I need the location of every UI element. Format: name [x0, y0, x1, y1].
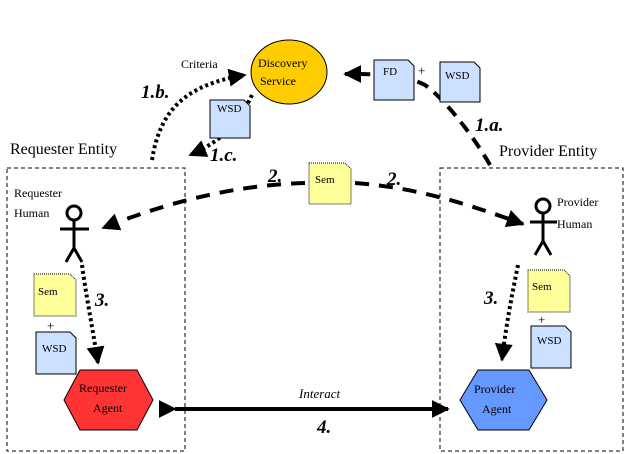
step-3-provider-label: 3.: [484, 288, 499, 309]
requester-entity-label: Requester Entity: [10, 141, 118, 158]
step-4-label: 4.: [317, 417, 332, 438]
step-2-right-label: 2.: [387, 169, 402, 190]
requester-agent-label-2: Agent: [93, 401, 123, 415]
criteria-label: Criteria: [181, 57, 218, 71]
step-3-requester-label: 3.: [95, 290, 110, 311]
provider-agent-label-2: Agent: [482, 402, 512, 416]
plus-top: +: [418, 63, 426, 78]
arrow-2-left: [101, 181, 306, 231]
provider-agent-label-1: Provider: [474, 382, 516, 396]
arrow-3-requester: [80, 264, 105, 365]
doc-wsd-provider: [530, 325, 572, 369]
step-2-left-label: 2.: [268, 166, 283, 187]
step-1a-label: 1.a.: [475, 115, 504, 136]
requester-human-label-1: Requester: [14, 186, 62, 200]
doc-sem-provider: [527, 269, 571, 313]
discovery-service-label-1: Discovery: [258, 56, 308, 70]
arrow-3-provider: [494, 264, 520, 362]
doc-sem-provider-label: Sem: [532, 281, 552, 293]
provider-entity-label: Provider Entity: [499, 143, 598, 160]
doc-wsd-provider-label: WSD: [537, 335, 562, 347]
doc-wsd-discovery: [209, 99, 251, 139]
doc-wsd-provider-top: [439, 61, 481, 103]
doc-sem-center-label: Sem: [315, 174, 335, 186]
doc-sem-center: [308, 162, 352, 205]
plus-provider: +: [538, 312, 546, 327]
discovery-service-label-2: Service: [260, 74, 296, 88]
requester-agent-label-1: Requester: [79, 381, 127, 395]
interact-label: Interact: [299, 386, 341, 401]
step-1c-label: 1.c.: [210, 145, 238, 166]
provider-entity-box: [439, 167, 624, 452]
doc-fd: [373, 59, 415, 101]
doc-wsd-requester-label: WSD: [42, 343, 67, 355]
plus-requester: +: [47, 318, 55, 333]
requester-human-label-2: Human: [14, 206, 50, 220]
arrow-2-right: [354, 181, 525, 228]
requester-agent-hexagon[interactable]: [63, 369, 154, 431]
requester-human-icon[interactable]: [60, 204, 89, 263]
step-1b-label: 1.b.: [141, 82, 170, 103]
discovery-service-ellipse[interactable]: [250, 39, 328, 105]
doc-wsd-provider-top-label: WSD: [445, 70, 470, 82]
doc-sem-requester: [33, 273, 77, 317]
doc-wsd-requester: [35, 331, 77, 375]
provider-human-label-2: Human: [557, 217, 593, 231]
provider-agent-hexagon[interactable]: [459, 369, 548, 431]
doc-fd-label: FD: [383, 66, 398, 78]
arrow-1c: [188, 94, 254, 157]
provider-human-label-1: Provider: [557, 195, 599, 209]
provider-human-icon[interactable]: [530, 197, 557, 256]
doc-wsd-discovery-label: WSD: [217, 103, 242, 115]
arrow-1a: [343, 65, 492, 166]
doc-sem-requester-label: Sem: [38, 286, 58, 298]
requester-entity-box: [6, 167, 186, 452]
